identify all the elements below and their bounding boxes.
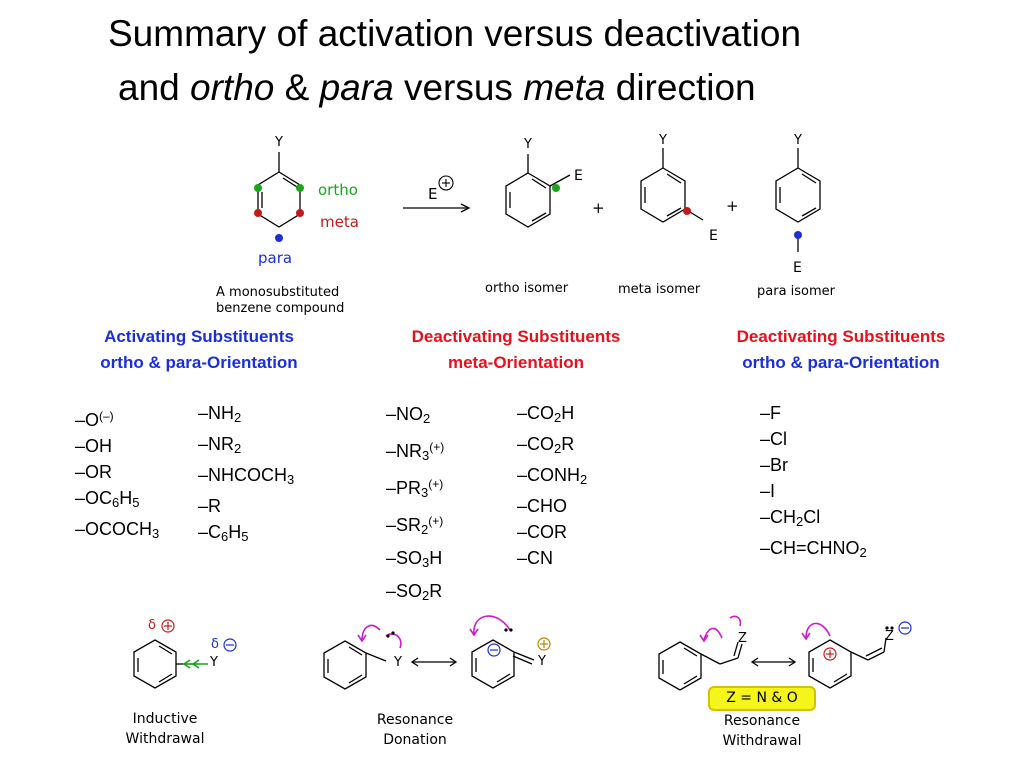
list-item: –Cl — [760, 429, 788, 449]
plus-sign-1: + — [592, 199, 605, 217]
mono-caption-2: benzene compound — [216, 301, 345, 316]
list-item: –OC6H5 — [75, 488, 140, 510]
meta-label: meta — [320, 213, 359, 231]
list-item: –NR3(+) — [386, 440, 445, 463]
deactivating-meta-list-2: –CO2H –CO2R –CONH2 –CHO –COR –CN — [517, 400, 587, 571]
slide-title-line2: and ortho & para versus meta direction — [118, 67, 756, 108]
list-item: –CH2Cl — [760, 507, 821, 529]
list-item: –NHCOCH3 — [198, 465, 295, 487]
donation-y-left: Y — [394, 655, 402, 670]
list-item: –SO2R — [386, 581, 443, 603]
list-item: –F — [760, 403, 782, 423]
list-item: –PR3(+) — [386, 477, 444, 500]
ortho-y-label: Y — [524, 137, 532, 152]
list-item: –NH2 — [198, 403, 242, 425]
mechanism-drawings — [133, 615, 912, 691]
list-item: –O(–) — [75, 409, 114, 430]
meta-isomer-label: meta isomer — [618, 282, 701, 297]
meta-dot — [683, 207, 691, 215]
activating-header: Activating Substituents ortho & para-Ori… — [100, 327, 298, 372]
list-item: –OH — [75, 436, 113, 456]
list-item: –CONH2 — [517, 465, 588, 487]
meta-dot — [254, 209, 262, 217]
inductive-y-label: Y — [210, 655, 218, 670]
activating-list-1: –O(–) –OH –OR –OC6H5 –OCOCH3 — [75, 403, 159, 547]
para-e-label: E — [793, 260, 802, 276]
ortho-dot — [254, 184, 262, 192]
ortho-e-label: E — [574, 168, 583, 184]
list-item: –CO2H — [517, 403, 575, 425]
list-item: –CH=CHNO2 — [760, 538, 867, 560]
ortho-dot — [296, 184, 304, 192]
electrophile-label: E — [428, 185, 438, 203]
para-dot — [794, 231, 802, 239]
para-isomer-label: para isomer — [757, 284, 836, 299]
list-item: –SR2(+) — [386, 514, 444, 537]
list-item: –OR — [75, 462, 113, 482]
withdrawal-z-right: Z — [885, 629, 894, 644]
list-item: –R — [198, 496, 222, 516]
list-item: –CHO — [517, 496, 568, 516]
list-item: –CN — [517, 548, 554, 568]
activating-list-2: –NH2 –NR2 –NHCOCH3 –R –C6H5 — [198, 400, 294, 550]
y-label: Y — [275, 135, 283, 150]
deactivating-op-header: Deactivating Substituents ortho & para-O… — [736, 327, 946, 372]
para-y-label: Y — [794, 133, 802, 148]
plus-sign-2: + — [726, 197, 739, 215]
ortho-isomer-label: ortho isomer — [485, 281, 569, 296]
deactivating-meta-list-1: –NO2 –NR3(+) –PR3(+) –SR2(+) –SO3H –SO2R — [386, 400, 444, 610]
donation-y-right: Y — [538, 654, 546, 669]
meta-e-label: E — [709, 228, 718, 244]
mono-caption-1: A monosubstituted — [216, 285, 340, 300]
para-label: para — [258, 249, 293, 267]
ortho-dot — [552, 184, 560, 192]
z-note-badge: Z = N & O — [708, 686, 816, 711]
withdrawal-z-left: Z — [738, 631, 747, 646]
ortho-label: ortho — [318, 181, 358, 199]
list-item: –NO2 — [386, 404, 431, 426]
deactivating-meta-header: Deactivating Substituents meta-Orientati… — [411, 327, 621, 372]
meta-dot — [296, 209, 304, 217]
list-item: –COR — [517, 522, 568, 542]
list-item: –C6H5 — [198, 522, 249, 544]
list-item: –I — [760, 481, 776, 501]
list-item: –CO2R — [517, 434, 575, 456]
list-item: –NR2 — [198, 434, 242, 456]
deactivating-op-list: –F –Cl –Br –I –CH2Cl –CH=CHNO2 — [760, 400, 867, 566]
delta-plus-label: δ — [148, 618, 156, 633]
meta-y-label: Y — [659, 133, 667, 148]
delta-minus-label: δ — [211, 637, 219, 652]
substitution-scheme — [254, 148, 821, 252]
list-item: –Br — [760, 455, 789, 475]
para-dot — [275, 234, 283, 242]
slide-title-line1: Summary of activation versus deactivatio… — [108, 13, 802, 54]
list-item: –OCOCH3 — [75, 519, 160, 541]
list-item: –SO3H — [386, 548, 443, 570]
